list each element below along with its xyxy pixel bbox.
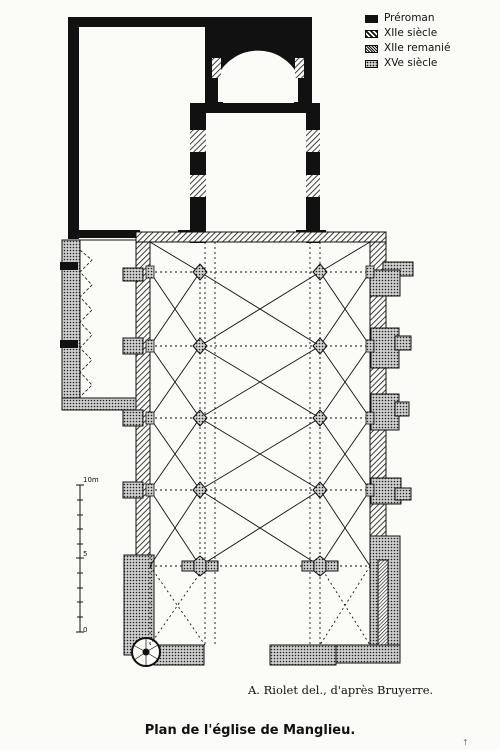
left-buttresses (122, 267, 144, 499)
preroman-annex-wall (68, 17, 205, 239)
pier (192, 409, 208, 427)
left-chapel (60, 239, 139, 411)
projection-lines (149, 242, 371, 646)
spiral-staircase (131, 637, 161, 667)
nave-walls (135, 231, 387, 653)
west-block (123, 535, 401, 666)
scale-label-middle: 5 (83, 550, 88, 558)
legend-swatch-dense-hatch (365, 44, 378, 53)
legend-swatch-dots (365, 59, 378, 68)
piers (181, 263, 339, 577)
right-buttresses (369, 261, 414, 505)
scale-label-bottom: 0 (83, 626, 88, 634)
choir (178, 103, 326, 243)
legend-item: XIIe siècle (365, 26, 450, 41)
legend-item: Préroman (365, 11, 450, 26)
pier (312, 409, 328, 427)
pier (312, 337, 328, 355)
apse (205, 17, 312, 112)
rib-vaults (149, 241, 371, 567)
legend-label: XVe siècle (384, 57, 438, 69)
pier (192, 263, 208, 281)
legend-label: XIIe remanié (384, 42, 451, 54)
pier (312, 263, 328, 281)
scale-label-top: 10m (83, 476, 99, 484)
legend: Préroman XIIe siècle XIIe remanié XVe si… (365, 11, 450, 71)
pier (312, 481, 328, 499)
scale-bar (76, 484, 84, 633)
legend-item: XIIe remanié (365, 41, 450, 56)
drawing-credit: A. Riolet del., d'après Bruyerre. (248, 683, 434, 697)
pier (192, 337, 208, 355)
legend-label: Préroman (384, 12, 435, 24)
legend-swatch-solid (365, 14, 378, 23)
pier (192, 481, 208, 499)
legend-swatch-sparse-hatch (365, 29, 378, 38)
legend-item: XVe siècle (365, 56, 450, 71)
figure-caption: Plan de l'église de Manglieu. (144, 723, 356, 738)
legend-label: XIIe siècle (384, 27, 438, 39)
page-mark: ↑ (462, 738, 469, 747)
wall-responds (145, 265, 375, 497)
